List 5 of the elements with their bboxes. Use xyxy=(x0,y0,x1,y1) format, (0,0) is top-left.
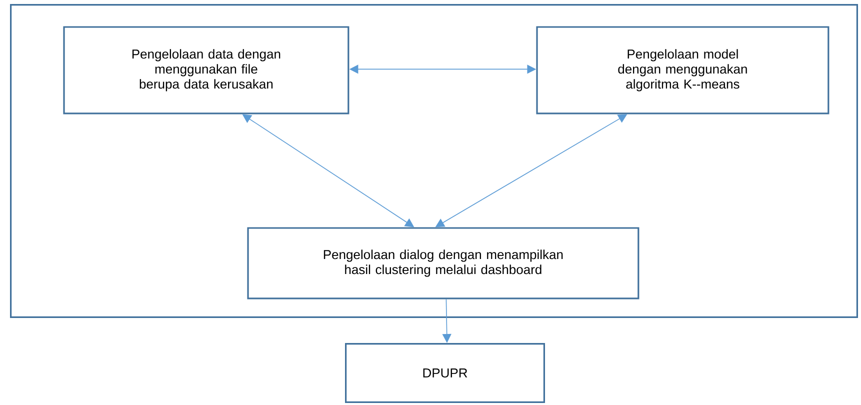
process-box: Pengelolaan dialog dengan menampilkan hasil clustering melalui dashboard xyxy=(247,227,640,300)
frame-box xyxy=(10,4,858,318)
process-box: Pengelolaan model dengan menggunakan algoritma K--means xyxy=(536,26,830,114)
process-box: Pengelolaan data dengan menggunakan file berupa data kerusakan xyxy=(63,26,350,114)
process-box: DPUPR xyxy=(345,343,545,403)
